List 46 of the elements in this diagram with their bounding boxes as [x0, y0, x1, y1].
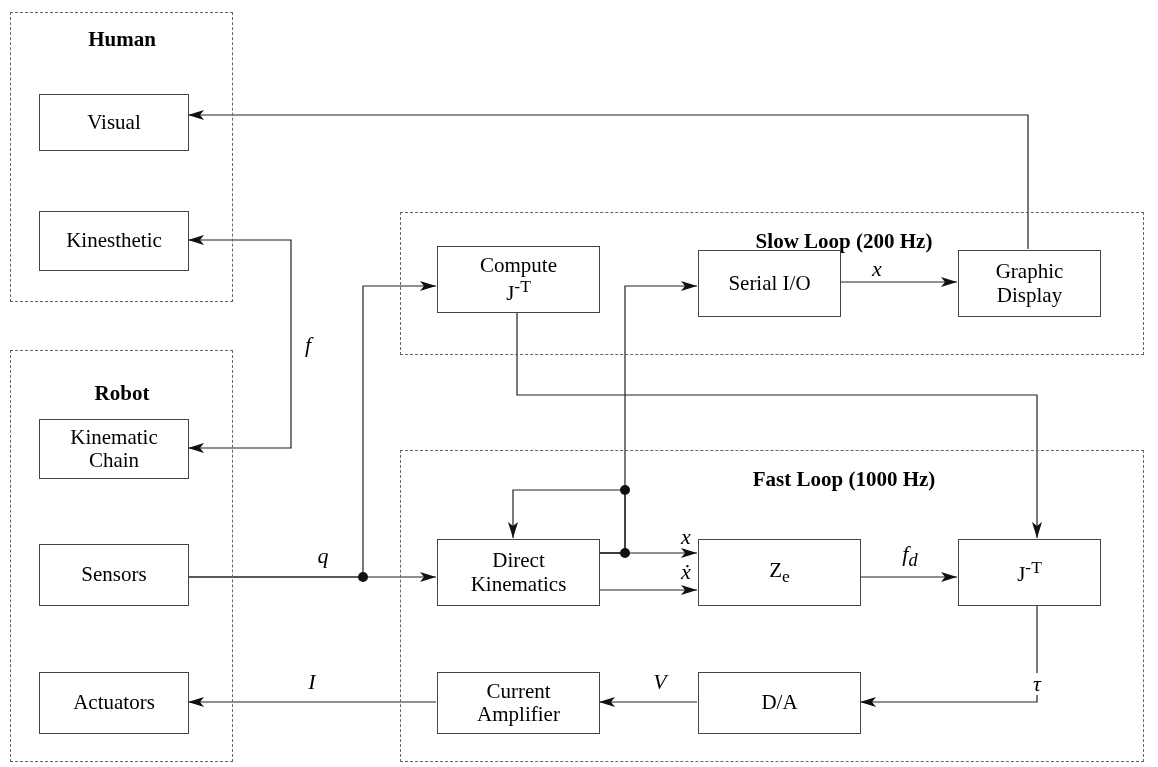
group-frame	[10, 350, 233, 762]
edge-label: f	[302, 334, 314, 356]
box-label: Visual	[87, 110, 141, 135]
process-box	[698, 539, 861, 606]
arrow	[839, 277, 958, 287]
process-box	[437, 246, 600, 313]
box-label: Kinesthetic	[66, 229, 162, 253]
group-title: Human	[88, 27, 156, 52]
box-label: Kinematic Chain	[69, 425, 159, 473]
process-box	[958, 539, 1101, 606]
arrow	[598, 585, 698, 595]
box-label: Current Amplifier	[476, 679, 561, 727]
box-label: Direct Kinematics	[469, 549, 568, 596]
group-frame	[400, 450, 1144, 762]
box-label: Graphic Display	[994, 260, 1065, 307]
group-title: Fast Loop (1000 Hz)	[752, 467, 936, 492]
box-label: D/A	[761, 691, 798, 715]
arrow	[187, 110, 1029, 250]
process-box	[39, 419, 189, 479]
process-box	[698, 672, 861, 734]
box-label: J$^{-T}$	[1017, 558, 1042, 587]
arrow	[598, 697, 698, 707]
process-box	[437, 672, 600, 734]
group-title: Slow Loop (200 Hz)	[755, 229, 933, 254]
arrow	[859, 604, 1038, 707]
arrow	[187, 235, 292, 453]
arrow	[187, 697, 437, 707]
box-label: Sensors	[81, 563, 147, 587]
group-frame	[400, 212, 1144, 355]
box-label: Actuators	[73, 691, 155, 715]
box-label: Compute J$^{-T}$	[479, 253, 558, 306]
process-box	[39, 211, 189, 271]
arrow	[598, 548, 698, 558]
process-box	[39, 672, 189, 734]
arrow	[516, 311, 1042, 539]
process-box	[437, 539, 600, 606]
process-box	[39, 94, 189, 151]
arrow	[859, 572, 958, 582]
process-box	[39, 544, 189, 606]
edge-label: τ	[1031, 673, 1043, 695]
group-title: Robot	[94, 381, 150, 406]
box-label: Serial I/O	[728, 271, 811, 296]
arrow	[187, 281, 437, 578]
process-box	[958, 250, 1101, 317]
box-label: Z$_{e}$	[769, 558, 790, 587]
group-frame	[10, 12, 233, 302]
